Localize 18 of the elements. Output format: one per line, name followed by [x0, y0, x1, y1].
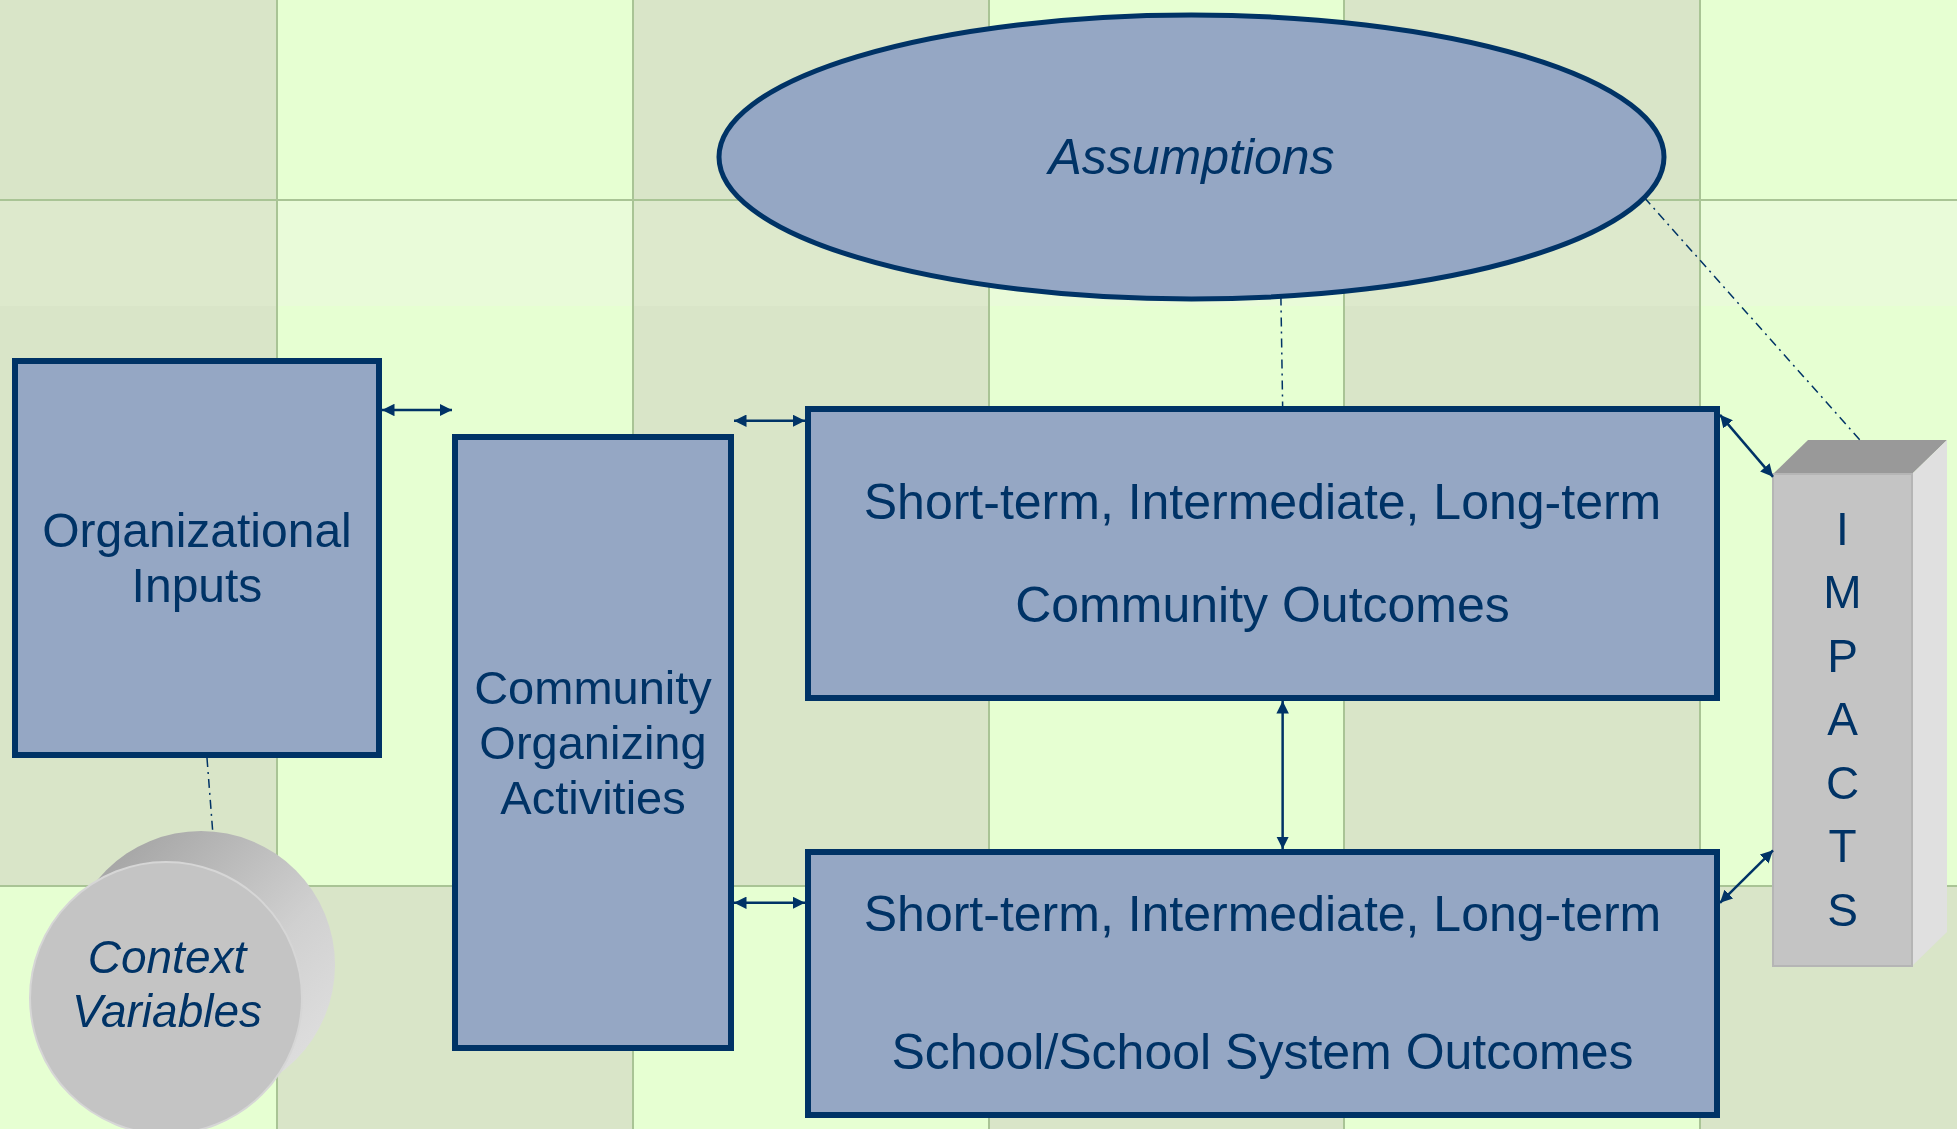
- dash-dot-line: [1643, 196, 1861, 441]
- outcome-box: [805, 406, 1720, 701]
- outcome-box: [805, 849, 1720, 1118]
- node-label: IMPACTS: [1822, 501, 1863, 938]
- process-box: [452, 434, 734, 1051]
- arrow: [1276, 701, 1289, 849]
- arrow: [1719, 414, 1774, 478]
- process-box: [12, 358, 382, 758]
- node-label: Context Variables: [70, 930, 264, 1038]
- node-label: Assumptions: [1048, 128, 1335, 186]
- node-label: Short-term, Intermediate, Long-term Community Outcomes: [862, 473, 1663, 635]
- arrow: [734, 414, 805, 427]
- arrow: [382, 403, 452, 417]
- node-label: Short-term, Intermediate, Long-term School/School System Outcomes: [862, 885, 1663, 1082]
- arrow: [734, 896, 805, 910]
- arrow: [1719, 849, 1774, 904]
- node-label: Community Organizing Activities: [473, 660, 713, 825]
- node-label: Organizational Inputs: [41, 503, 353, 613]
